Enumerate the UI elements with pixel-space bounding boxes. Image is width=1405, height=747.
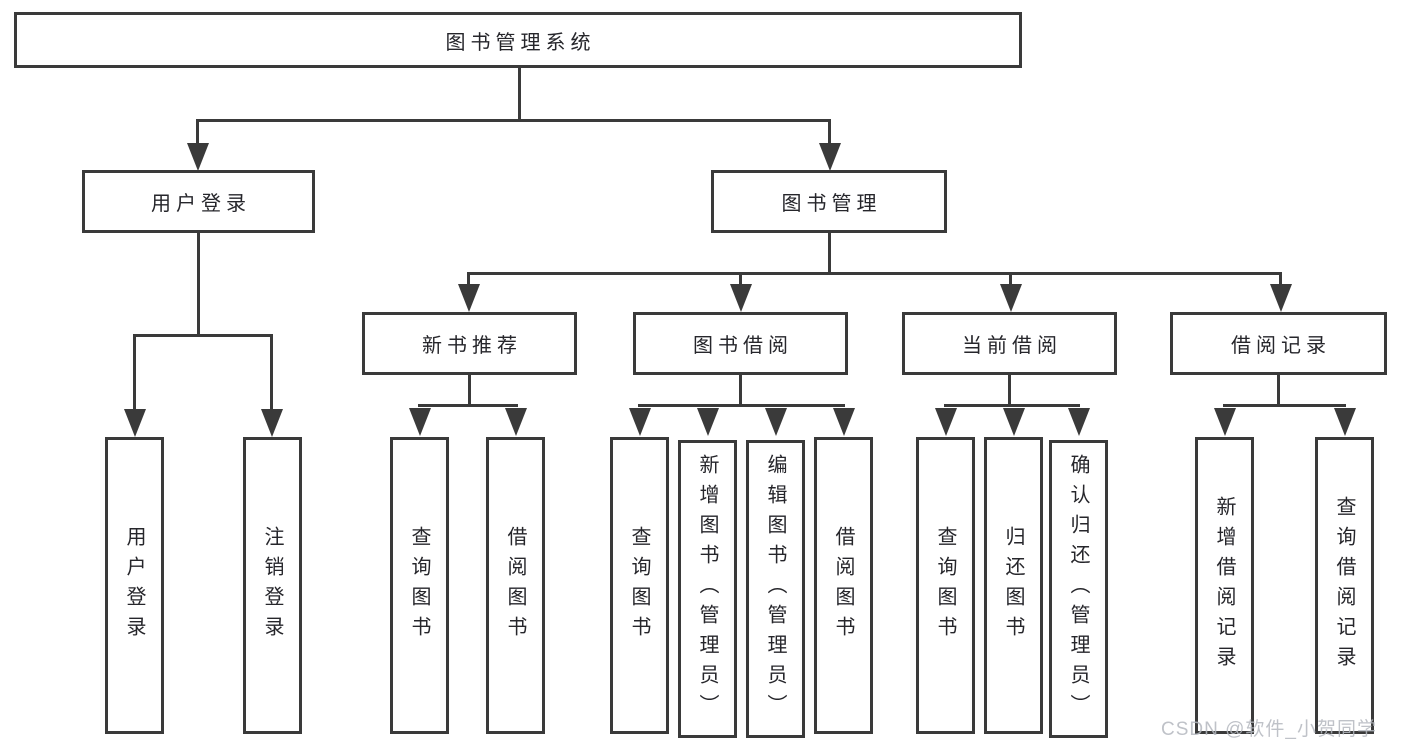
- connector-line: [944, 404, 1080, 407]
- connector-line: [828, 233, 831, 275]
- node-new-book-recommendation: 新书推荐: [362, 312, 577, 375]
- connector-line: [467, 272, 470, 287]
- arrow-down-icon: [505, 408, 527, 436]
- connector-line: [196, 119, 831, 122]
- node-user-login: 用户登录: [82, 170, 315, 233]
- node-query-books: 查询图书: [610, 437, 669, 734]
- connector-line: [1223, 404, 1346, 407]
- connector-line: [270, 334, 273, 410]
- connector-line: [739, 272, 742, 287]
- connector-line: [1008, 375, 1011, 407]
- arrow-down-icon: [629, 408, 651, 436]
- node-query-books: 查询图书: [916, 437, 975, 734]
- arrow-down-icon: [833, 408, 855, 436]
- node-confirm-return-admin: 确认归还（管理员）: [1049, 440, 1108, 738]
- connector-line: [468, 375, 471, 407]
- node-add-books-admin: 新增图书（管理员）: [678, 440, 737, 738]
- arrow-down-icon: [1270, 284, 1292, 312]
- connector-line: [1009, 272, 1012, 287]
- connector-line: [1277, 375, 1280, 407]
- arrow-down-icon: [1068, 408, 1090, 436]
- connector-line: [133, 334, 273, 337]
- connector-line: [518, 68, 521, 121]
- connector-line: [196, 119, 199, 145]
- arrow-down-icon: [187, 143, 209, 171]
- node-edit-books-admin: 编辑图书（管理员）: [746, 440, 805, 738]
- node-query-books: 查询图书: [390, 437, 449, 734]
- connector-line: [828, 119, 831, 145]
- arrow-down-icon: [124, 409, 146, 437]
- node-add-borrow-record: 新增借阅记录: [1195, 437, 1254, 734]
- node-borrowing-records: 借阅记录: [1170, 312, 1387, 375]
- node-book-borrowing: 图书借阅: [633, 312, 848, 375]
- node-return-books: 归还图书: [984, 437, 1043, 734]
- connector-line: [418, 404, 518, 407]
- node-book-management: 图书管理: [711, 170, 947, 233]
- arrow-down-icon: [1334, 408, 1356, 436]
- node-query-borrow-record: 查询借阅记录: [1315, 437, 1374, 734]
- arrow-down-icon: [1214, 408, 1236, 436]
- node-borrow-books: 借阅图书: [486, 437, 545, 734]
- node-current-borrowing: 当前借阅: [902, 312, 1117, 375]
- connector-line: [467, 272, 1282, 275]
- arrow-down-icon: [458, 284, 480, 312]
- arrow-down-icon: [765, 408, 787, 436]
- arrow-down-icon: [730, 284, 752, 312]
- connector-line: [739, 375, 742, 407]
- node-book-management-system: 图书管理系统: [14, 12, 1022, 68]
- arrow-down-icon: [1003, 408, 1025, 436]
- connector-line: [638, 404, 845, 407]
- node-borrow-books: 借阅图书: [814, 437, 873, 734]
- connector-line: [1279, 272, 1282, 287]
- arrow-down-icon: [819, 143, 841, 171]
- arrow-down-icon: [935, 408, 957, 436]
- arrow-down-icon: [1000, 284, 1022, 312]
- watermark: CSDN @软件_小贺同学: [1161, 719, 1377, 740]
- node-logout: 注销登录: [243, 437, 302, 734]
- arrow-down-icon: [261, 409, 283, 437]
- arrow-down-icon: [697, 408, 719, 436]
- arrow-down-icon: [409, 408, 431, 436]
- node-user-login-leaf: 用户登录: [105, 437, 164, 734]
- connector-line: [197, 233, 200, 337]
- connector-line: [133, 334, 136, 410]
